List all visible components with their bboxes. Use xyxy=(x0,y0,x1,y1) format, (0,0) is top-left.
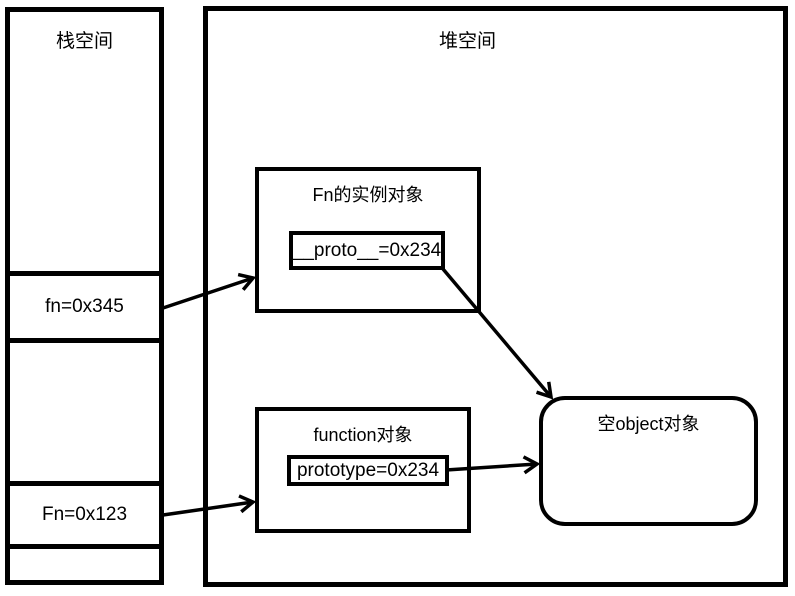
stack-space-title: 栈空间 xyxy=(55,31,113,52)
node-empty-object-title: 空object对象 xyxy=(597,414,700,434)
stack-cell-fn: fn=0x345 xyxy=(5,271,164,343)
stack-cell-Fn-label: Fn=0x123 xyxy=(41,504,128,525)
stack-cell-Fn: Fn=0x123 xyxy=(5,481,164,549)
heap-space-title: 堆空间 xyxy=(438,31,496,52)
field-proto-label: __proto__=0x234 xyxy=(292,239,442,261)
stack-cell-empty xyxy=(5,544,164,585)
field-prototype: prototype=0x234 xyxy=(287,455,449,486)
node-function-object-title: function对象 xyxy=(313,425,413,445)
node-fn-instance-title: Fn的实例对象 xyxy=(312,185,424,205)
node-empty-object: 空object对象 xyxy=(539,396,758,526)
field-proto: __proto__=0x234 xyxy=(289,231,445,270)
stack-cell-fn-label: fn=0x345 xyxy=(45,296,124,317)
field-prototype-label: prototype=0x234 xyxy=(296,459,440,481)
